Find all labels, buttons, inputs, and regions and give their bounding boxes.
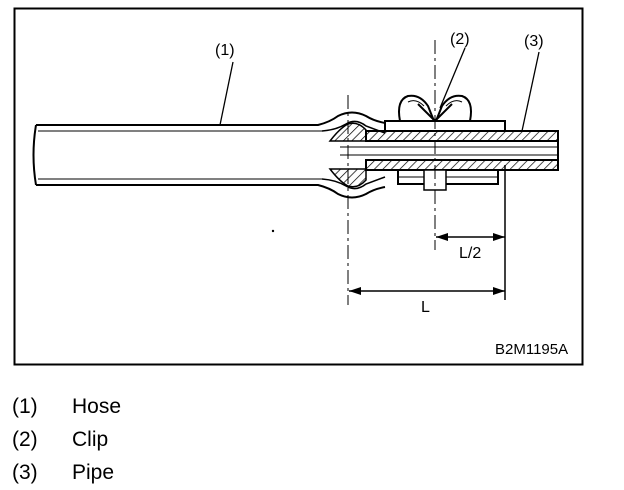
hose-leader: [219, 61, 234, 126]
dimension-length: [349, 287, 505, 295]
legend-text: Hose: [72, 395, 122, 418]
diagram-svg: (1) (2) (3) L/2 L B2M1195A: [13, 7, 584, 366]
dimension-half-length: [436, 233, 505, 241]
clip-callout: (2): [450, 31, 470, 48]
hose-callout: (1): [215, 42, 235, 59]
stray-dot: [271, 229, 275, 233]
legend-number: (3): [12, 461, 38, 484]
legend-text: Pipe: [72, 461, 115, 484]
legend-item-pipe: (3) Pipe: [12, 456, 312, 489]
legend-item-clip: (2) Clip: [12, 423, 312, 456]
pipe-callout: (3): [524, 33, 544, 50]
hose: [32, 111, 386, 199]
half-length-label: L/2: [459, 245, 481, 262]
legend-item-hose: (1) Hose: [12, 390, 312, 423]
legend-number: (2): [12, 428, 38, 451]
figure-code: B2M1195A: [495, 341, 568, 358]
legend: (1) Hose (2) Clip (3) Pipe: [12, 390, 312, 489]
clip: [384, 94, 506, 191]
diagram-frame: [13, 7, 584, 366]
legend-number: (1): [12, 395, 38, 418]
length-label: L: [421, 299, 430, 316]
hose-clip-diagram: (1) (2) (3) L/2 L B2M1195A: [13, 7, 584, 366]
clip-leader: [439, 47, 466, 109]
pipe-leader: [521, 51, 540, 132]
legend-text: Clip: [72, 428, 109, 451]
